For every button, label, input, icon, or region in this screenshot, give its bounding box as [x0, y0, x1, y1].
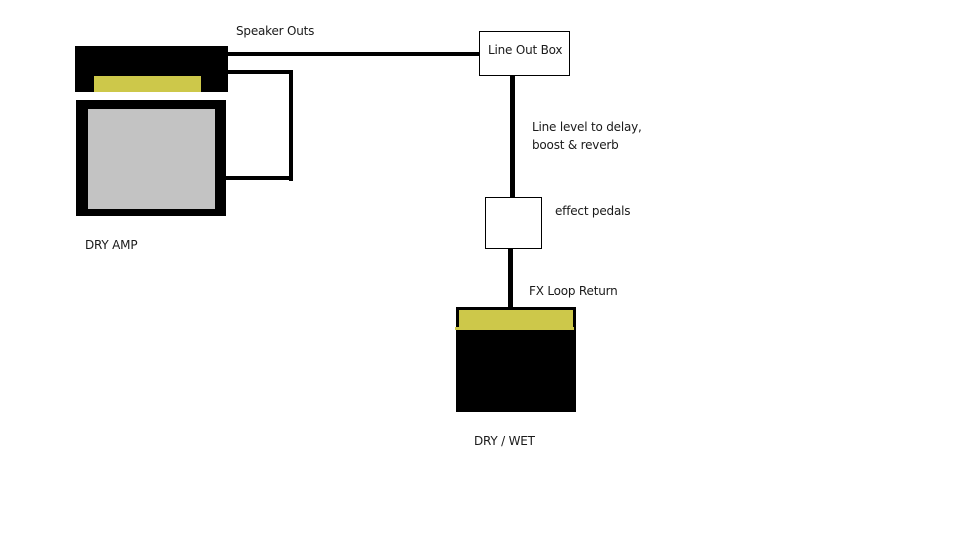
speaker-grill [88, 109, 215, 209]
effect-pedals-box [485, 197, 542, 249]
dry-amp-head [75, 46, 228, 92]
dry-wet-amp [455, 307, 576, 412]
speaker-loop-vertical [289, 70, 293, 181]
fx-loop-return-cable [508, 248, 513, 308]
speaker-outs-label: Speaker Outs [236, 24, 315, 38]
effect-pedals-label: effect pedals [555, 204, 631, 218]
line-level-label-1: Line level to delay, [532, 120, 642, 134]
dry-wet-amp-control-panel [459, 310, 573, 330]
fx-loop-return-label: FX Loop Return [529, 284, 618, 298]
speaker-out-cable [228, 52, 480, 56]
line-out-box: Line Out Box [479, 31, 570, 76]
dry-wet-amp-panel-edge [455, 327, 574, 330]
speaker-loop-bottom [226, 176, 293, 180]
dry-amp-control-panel [94, 76, 201, 92]
dry-wet-label: DRY / WET [474, 434, 535, 448]
dry-amp-label: DRY AMP [85, 238, 138, 252]
line-level-label-2: boost & reverb [532, 138, 619, 152]
line-level-cable [510, 75, 515, 198]
line-out-box-label: Line Out Box [488, 43, 563, 57]
speaker-loop-top [228, 70, 293, 74]
dry-amp-cabinet [76, 100, 226, 216]
